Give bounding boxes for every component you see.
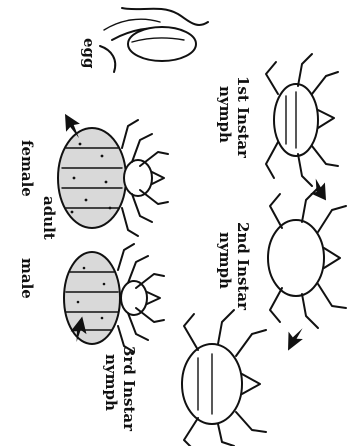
second-instar-label: 2nd Instar: [234, 222, 252, 311]
male-label: male: [18, 258, 36, 299]
arrow-down-right-icon: [305, 176, 333, 206]
egg-on-hair-icon: [100, 8, 208, 72]
third-instar-label: 3rd Instar: [120, 346, 138, 432]
third-instar-nymph-icon: [182, 310, 266, 446]
second-instar-nymph-label: nymph: [216, 232, 234, 289]
female-label: female: [18, 140, 36, 197]
arrow-down-left-icon: [282, 324, 306, 354]
first-instar-nymph-label: nymph: [216, 86, 234, 143]
second-instar-nymph-icon: [268, 188, 346, 328]
third-instar-nymph-label: nymph: [102, 354, 120, 411]
adult-female-louse-icon: [58, 120, 168, 236]
first-instar-nymph-icon: [266, 54, 338, 186]
egg-label: egg: [80, 38, 98, 69]
adult-male-louse-icon: [64, 244, 164, 352]
first-instar-label: 1st Instar: [234, 76, 252, 159]
adult-label: adult: [40, 196, 58, 240]
